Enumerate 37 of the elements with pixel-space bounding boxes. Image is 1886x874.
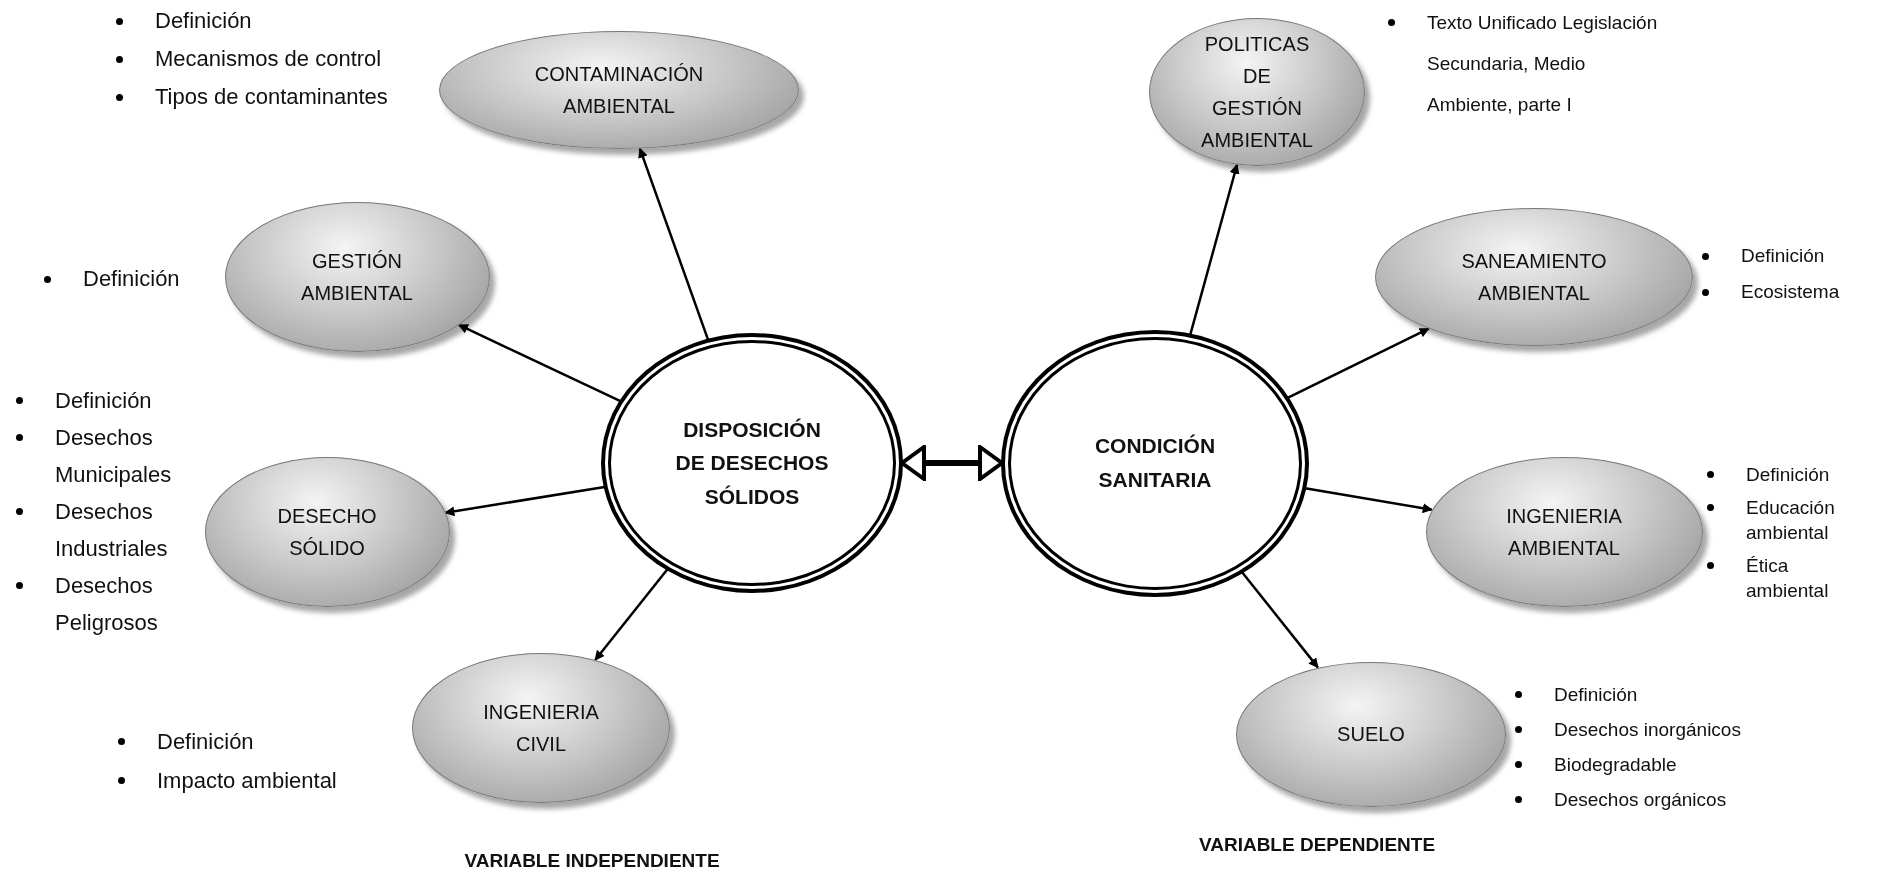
bullet-text: Desechos inorgánicos [1554, 718, 1741, 742]
arrow [1287, 327, 1430, 399]
arrow [1304, 487, 1433, 514]
bullet-text: Tipos de contaminantes [155, 83, 388, 111]
bullet-text: Desechos orgánicos [1554, 788, 1727, 812]
bullet-text: Mecanismos de control [155, 45, 382, 73]
node-label: INGENIERIA CIVIL [482, 700, 600, 757]
bullet-text: Definición [1746, 463, 1830, 487]
node-label: INGENIERIA AMBIENTAL [1505, 504, 1623, 561]
bullet-text: Definición [55, 387, 152, 415]
bullet-text: Ética ambiental [1746, 554, 1830, 603]
bullet-text: Definición [157, 728, 254, 756]
bullet-text: Desechos Municipales [55, 424, 173, 489]
bullet-text: Desechos Industriales [55, 498, 169, 563]
node-label: DESECHO SÓLIDO [276, 504, 378, 561]
bullet-text: Definición [1741, 244, 1825, 268]
arrow [457, 323, 621, 403]
node-label: CONDICIÓN SANITARIA [1093, 433, 1217, 493]
bullet-text: Ecosistema [1741, 280, 1840, 304]
bullet-text: Texto Unificado Legislación Secundaria, Medio Ambiente, parte I [1427, 11, 1659, 117]
arrow [900, 445, 1004, 481]
node-label: SUELO [1337, 722, 1405, 747]
bullet-text: Biodegradable [1554, 753, 1677, 777]
bullet-text: Definición [155, 7, 252, 35]
node-label: POLITICAS DE GESTIÓN AMBIENTAL [1201, 32, 1313, 153]
bullet-text: Educación ambiental [1746, 496, 1836, 545]
node-label: GESTIÓN AMBIENTAL [300, 249, 414, 306]
node-label: DISPOSICIÓN DE DESECHOS SÓLIDOS [674, 416, 830, 510]
variable-label: VARIABLE INDEPENDIENTE [464, 850, 720, 872]
arrow [444, 485, 605, 517]
bullet-text: Desechos Peligrosos [55, 572, 159, 637]
node-label: SANEAMIENTO AMBIENTAL [1460, 249, 1608, 306]
variable-label: VARIABLE DEPENDIENTE [1198, 834, 1436, 856]
node-label: CONTAMINACIÓN AMBIENTAL [533, 62, 705, 119]
bullet-text: Definición [83, 265, 180, 293]
bullet-text: Definición [1554, 683, 1638, 707]
bullet-text: Impacto ambiental [157, 767, 337, 795]
